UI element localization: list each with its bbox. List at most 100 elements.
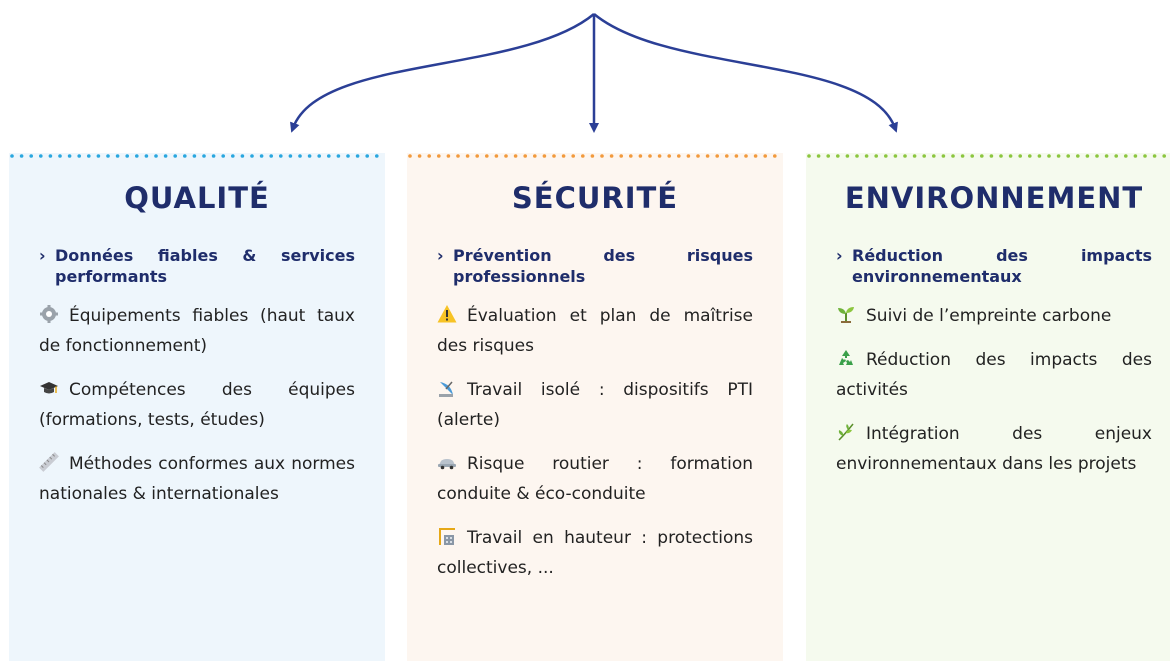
divider-dot bbox=[826, 154, 830, 158]
divider-dot bbox=[951, 154, 955, 158]
divider-dot bbox=[725, 154, 729, 158]
divider-dot bbox=[571, 154, 575, 158]
graduation-cap-icon bbox=[39, 378, 59, 398]
list-item: Méthodes conformes aux normes nationales… bbox=[39, 452, 355, 504]
divider-dot bbox=[144, 154, 149, 158]
divider-dot bbox=[1076, 154, 1080, 158]
divider-dot bbox=[288, 154, 293, 158]
column-headline: › Réduction des impacts environnementaux bbox=[836, 246, 1152, 286]
recycle-icon bbox=[836, 348, 856, 368]
divider-dot bbox=[269, 154, 274, 158]
divider-dot bbox=[106, 154, 110, 158]
divider-dot bbox=[427, 154, 431, 158]
divider-dot bbox=[231, 154, 235, 158]
divider-dot bbox=[365, 154, 370, 158]
divider-dot bbox=[163, 154, 168, 158]
car-icon bbox=[437, 452, 457, 472]
chevron-right-icon: › bbox=[437, 246, 444, 265]
divider-dot bbox=[513, 154, 518, 158]
divider-dot bbox=[202, 154, 206, 158]
divider-dot bbox=[980, 154, 984, 158]
divider-dot bbox=[1095, 154, 1099, 158]
divider-dot bbox=[1162, 154, 1166, 158]
divider-dot bbox=[125, 154, 129, 158]
divider-dot bbox=[753, 154, 758, 158]
divider-dot bbox=[590, 154, 595, 158]
divider-dot bbox=[259, 154, 264, 158]
divider-dot bbox=[437, 154, 441, 158]
gear-icon bbox=[39, 304, 59, 324]
warning-icon bbox=[437, 304, 457, 324]
column-title: SÉCURITÉ bbox=[511, 181, 679, 215]
divider-dot bbox=[39, 154, 43, 158]
divider-dot bbox=[1018, 154, 1022, 158]
chevron-right-icon: › bbox=[39, 246, 46, 265]
divider-dot bbox=[346, 154, 350, 158]
divider-dot bbox=[686, 154, 691, 158]
divider-dot bbox=[317, 154, 322, 158]
divider-dot bbox=[922, 154, 926, 158]
seedling-icon bbox=[836, 304, 856, 324]
divider-dot bbox=[279, 154, 283, 158]
divider-dot bbox=[115, 154, 120, 158]
divider-dot bbox=[855, 154, 859, 158]
divider-dot bbox=[874, 154, 878, 158]
satellite-antenna-icon bbox=[437, 378, 457, 398]
divider-dot bbox=[87, 154, 91, 158]
list-item: Équipements fiables (haut taux de foncti… bbox=[39, 304, 355, 356]
divider-dot bbox=[932, 154, 936, 158]
list-item: Intégration des enjeux environnementaux … bbox=[836, 423, 1152, 474]
divider-dot bbox=[816, 154, 821, 158]
divider-dot bbox=[135, 154, 139, 158]
divider-dot bbox=[355, 154, 360, 158]
divider-dot bbox=[475, 154, 479, 158]
divider-dot bbox=[523, 154, 527, 158]
list-item: Travail isolé : dispositifs PTI (alerte) bbox=[437, 378, 753, 430]
divider-dot bbox=[192, 154, 197, 158]
divider-dot bbox=[638, 154, 643, 158]
dotted-divider bbox=[10, 154, 379, 158]
column-headline: › Données fiables & services performants bbox=[39, 246, 355, 286]
divider-dot bbox=[533, 154, 537, 158]
divider-dot bbox=[465, 154, 470, 158]
divider-dot bbox=[494, 154, 499, 158]
divider-dot bbox=[240, 154, 245, 158]
divider-dot bbox=[903, 154, 907, 158]
divider-dot bbox=[307, 154, 312, 158]
divider-dot bbox=[893, 154, 898, 158]
divider-dot bbox=[1133, 154, 1138, 158]
divider-dot bbox=[336, 154, 341, 158]
list-item: Compétences des équipes (formations, tes… bbox=[39, 378, 355, 430]
divider-dot bbox=[67, 154, 72, 158]
divider-dot bbox=[96, 154, 101, 158]
divider-dot bbox=[1104, 154, 1109, 158]
divider-dot bbox=[1114, 154, 1118, 158]
divider-dot bbox=[29, 154, 33, 158]
column-environnement: ENVIRONNEMENT › Réduction des impacts en… bbox=[806, 153, 1170, 661]
divider-dot bbox=[1143, 154, 1147, 158]
list-item: Réduction des impacts des activités bbox=[836, 348, 1152, 400]
divider-dot bbox=[154, 154, 158, 158]
divider-dot bbox=[667, 154, 671, 158]
list-item: Suivi de l’empreinte carbone bbox=[836, 301, 1152, 331]
divider-dot bbox=[48, 154, 53, 158]
divider-dot bbox=[657, 154, 662, 158]
divider-dot bbox=[1152, 154, 1157, 158]
divider-dot bbox=[715, 154, 719, 158]
divider-dot bbox=[912, 154, 917, 158]
divider-dot bbox=[989, 154, 994, 158]
divider-dot bbox=[1028, 154, 1032, 158]
divider-dot bbox=[970, 154, 974, 158]
column-title: ENVIRONNEMENT bbox=[844, 181, 1144, 215]
list-item: Évaluation et plan de maîtrise des risqu… bbox=[437, 304, 753, 356]
divider-dot bbox=[864, 154, 869, 158]
divider-dot bbox=[1047, 154, 1051, 158]
divider-dot bbox=[763, 154, 767, 158]
construction-crane-icon bbox=[437, 526, 457, 546]
divider-dot bbox=[456, 154, 460, 158]
list-item: Travail en hauteur : protections collect… bbox=[437, 526, 753, 578]
divider-dot bbox=[1056, 154, 1061, 158]
divider-dot bbox=[845, 154, 850, 158]
column-qualite: QUALITÉ › Données fiables & services per… bbox=[9, 153, 385, 661]
divider-dot bbox=[836, 154, 840, 158]
